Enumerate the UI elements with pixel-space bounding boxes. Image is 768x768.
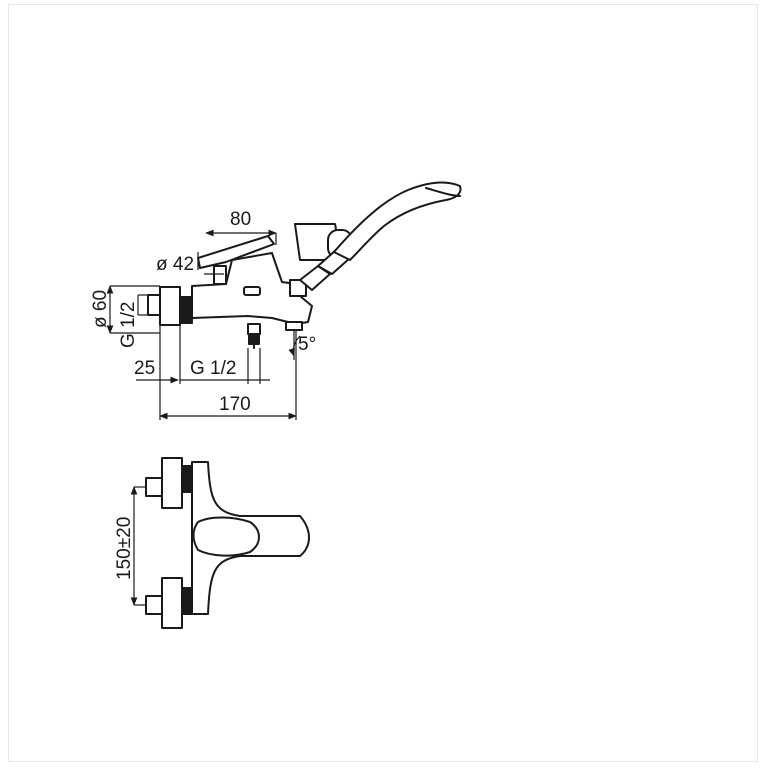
dim-center-distance-label: 150±20 [114,517,135,580]
top-inlet [145,457,193,509]
dim-80-label: 80 [230,209,251,230]
front-view: 150±20 [114,457,310,629]
dim-center-distance: 150±20 [114,486,146,606]
dim-60-label: ø 60 [90,290,111,328]
mixer-body [191,235,313,349]
dim-spout-thread-label: G 1/2 [190,358,236,379]
dim-spout-thread: G 1/2 [180,348,270,384]
dim-inlet-thread: G 1/2 [118,294,148,348]
side-view: 80 ø 42 ø 60 G 1/2 [90,181,462,420]
dim-25-label: 25 [134,358,155,379]
front-lever [192,516,260,557]
dim-170: 170 [159,394,297,420]
dim-25: 25 [134,325,181,420]
bottom-inlet [145,577,193,629]
wall-connector [147,286,193,326]
dim-170-label: 170 [219,394,251,415]
hand-shower [294,181,462,291]
dim-80: 80 [205,209,277,245]
drawing-frame [8,4,758,762]
dim-60: ø 60 [90,285,160,334]
dim-angle: 5° [288,330,316,420]
dim-42-label: ø 42 [156,254,194,275]
dim-42: ø 42 [156,252,224,275]
dim-angle-label: 5° [298,334,316,355]
dim-inlet-thread-label: G 1/2 [118,302,139,348]
